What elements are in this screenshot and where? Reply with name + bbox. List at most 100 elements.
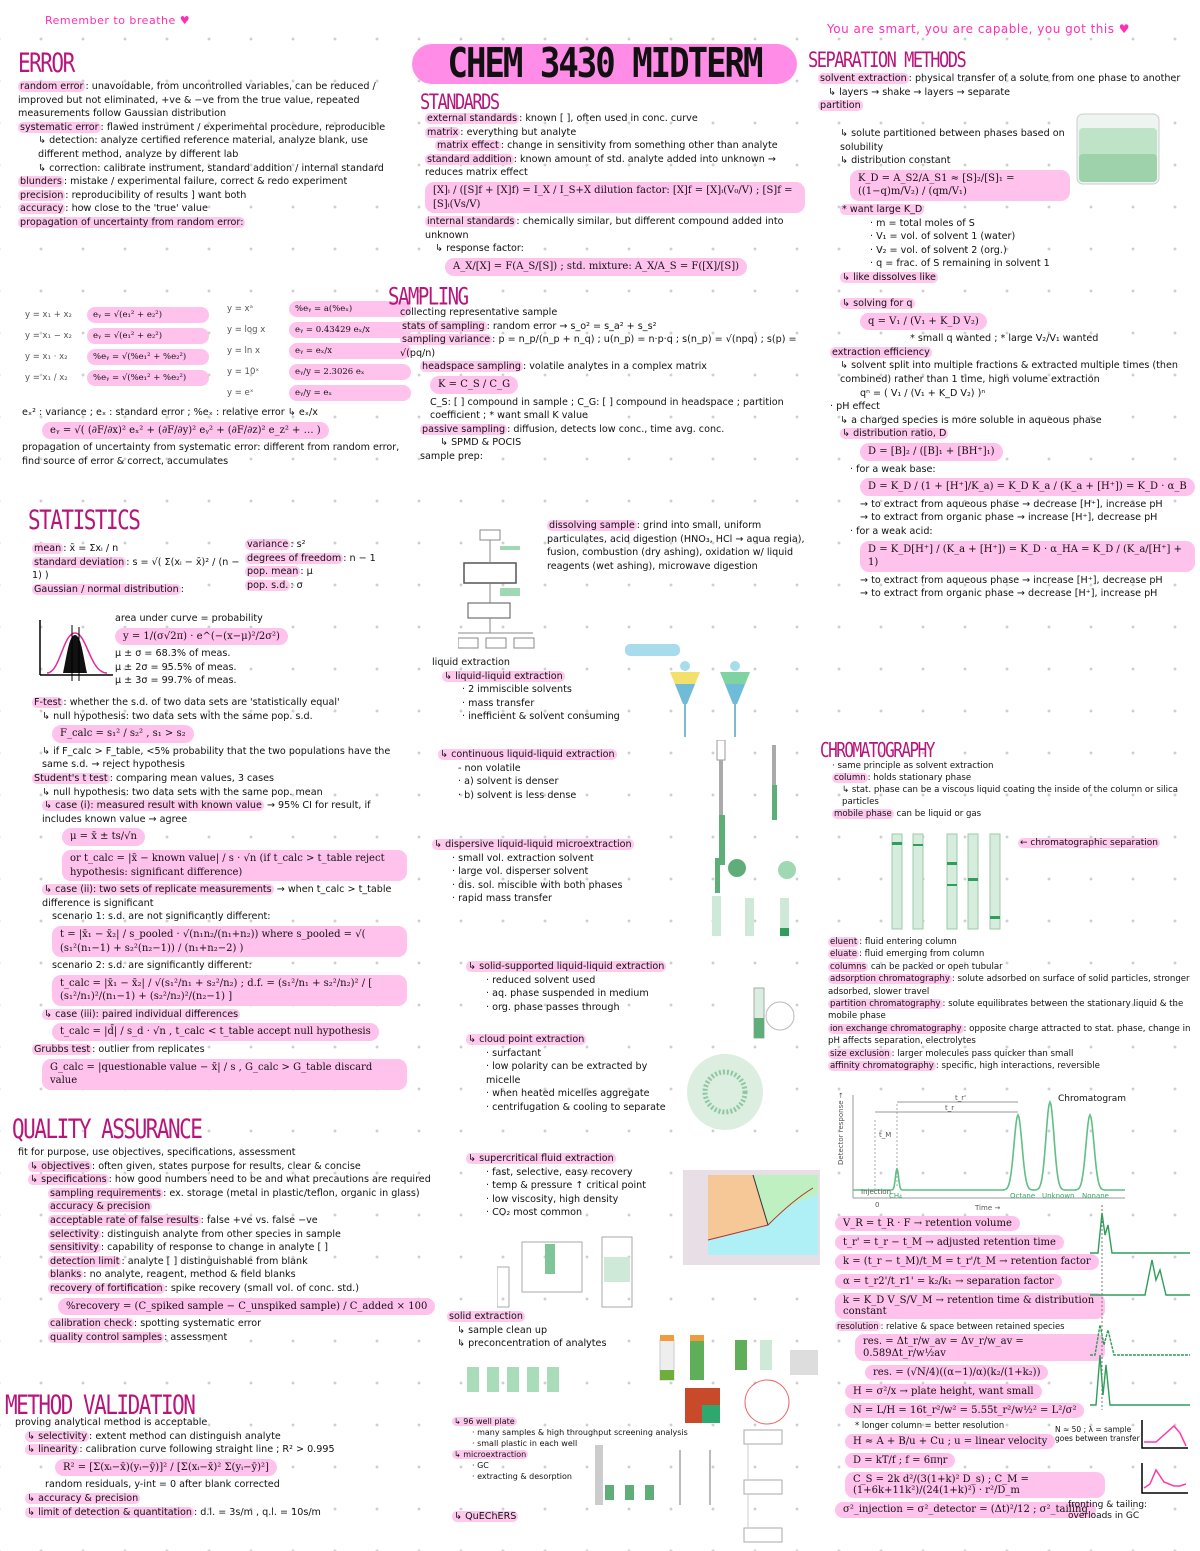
note-line: · inefficient & solvent consuming [432, 710, 672, 724]
formula-box: [X]ᵢ / ([S]f + [X]f) = I_X / I_S+X dilut… [425, 181, 805, 214]
note-text: : false +ve vs. false −ve [200, 1214, 318, 1226]
note-line: eluent: fluid entering column [828, 936, 1198, 948]
highlighted-term: detection limit [48, 1255, 122, 1267]
note-text: → 95% CI for result, if includes known v… [42, 800, 371, 825]
formula-box: q = V₁ / (V₁ + K_D V₂) [860, 312, 987, 331]
note-line: ↳ layers → shake → layers → separate [818, 86, 1193, 100]
note-text: : s = √( Σ(xᵢ − x̄)² / (n − 1) ) [32, 556, 240, 582]
note-line: partition [818, 99, 1193, 113]
note-text: · m = total moles of S [870, 217, 975, 229]
note-line: solid extraction [447, 1310, 677, 1324]
highlighted-term: accuracy [18, 203, 66, 215]
note-line: propagation of uncertainty from random e… [18, 216, 406, 230]
note-line: · low polarity can be extracted by micel… [466, 1060, 681, 1087]
note-text: : no analyte, reagent, method & field bl… [83, 1269, 296, 1281]
note-text: ↳ solute partitioned between phases base… [840, 128, 1065, 153]
note-line: · q = frac. of S remaining in solvent 1 [830, 257, 1070, 271]
formula-line: eᵧ = √( (∂F/∂x)² eₓ² + (∂F/∂y)² eᵧ² + (∂… [22, 420, 407, 442]
formula-line: C_S = 2k d²/(3(1+k)² D_s) ; C_M = (1+6k+… [835, 1470, 1105, 1500]
note-line: · extracting & desorption [452, 1471, 717, 1482]
note-text: · pH effect [830, 401, 880, 413]
beaker-figure [1076, 113, 1160, 185]
highlighted-term: ↳ solid-supported liquid-liquid extracti… [466, 961, 667, 972]
note-line: · for a weak acid: [830, 525, 1195, 539]
note-line: blanks: no analyte, reagent, method & fi… [18, 1268, 463, 1282]
note-text: : spotting systematic error [133, 1318, 262, 1330]
chromatogram-tr: t_r [945, 1104, 954, 1112]
sample-prep-flowchart [458, 529, 535, 649]
note-line: adsorption chromatography: solute adsorb… [828, 973, 1198, 998]
uncertainty-formula: eᵧ/y = eₓ [289, 384, 411, 401]
note-line: ↳ cloud point extraction [466, 1033, 681, 1047]
dllme-figure [712, 858, 789, 936]
highlighted-term: ↳ like dissolves like [840, 271, 938, 283]
plate-note: N ≈ 50 ; λ = sample goes between transfe… [1055, 1425, 1140, 1443]
highlighted-term: sampling variance [400, 334, 493, 346]
error-notes: random error: unavoidable, from uncontro… [18, 80, 406, 230]
note-line: ↳ linearity: calibration curve following… [15, 1443, 440, 1457]
note-text: · a) solvent is denser [458, 776, 559, 788]
highlighted-term: * want large K_D [840, 203, 925, 215]
formula-line: A_X/[X] = F(A_S/[S]) ; std. mixture: A_X… [425, 256, 805, 278]
note-text: propagation of uncertainty from systemat… [22, 442, 400, 467]
sslle-figure [753, 987, 795, 1039]
formula-line: N = L/H = 16t_r²/w² = 5.55t_r²/w½² = L²/… [835, 1401, 1105, 1420]
note-line: ion exchange chromatography: opposite ch… [828, 1023, 1198, 1048]
note-text: : change in sensitivity from something o… [500, 140, 778, 152]
note-line: ↳ distribution constant [830, 154, 1070, 168]
heading-method-validation: METHOD VALIDATION [5, 1390, 196, 1420]
note-line: · small vol. extraction solvent [432, 852, 762, 866]
note-line: sampling variance: p = n_p/(n_p + n_q) ;… [400, 333, 810, 360]
note-line: · for a weak base: [830, 463, 1195, 477]
note-text: · CO₂ most common [486, 1207, 583, 1219]
note-line: · m = total moles of S [830, 217, 1070, 231]
formula-box: H ≈ A + B/u + Cu ; u = linear velocity [845, 1433, 1056, 1449]
highlighted-term: ↳ case (ii): two sets of replicate measu… [42, 884, 274, 896]
note-line: systematic error: flawed instrument / ex… [18, 121, 406, 135]
note-line: → to extract from aqueous phase → increa… [830, 574, 1195, 588]
formula-box: k = (t_r − t_M)/t_M = t_r'/t_M → retenti… [835, 1254, 1099, 1270]
highlighted-term: ↳ QuEChERS [452, 1511, 519, 1522]
highlighted-term: ion exchange chromatography [828, 1023, 964, 1034]
note-line: ↳ response factor: [425, 242, 805, 256]
note-line: ↳ dispersive liquid-liquid microextracti… [432, 838, 762, 852]
note-line: · GC [452, 1460, 717, 1471]
note-line: · V₂ = vol. of solvent 2 (org.) [830, 244, 1070, 258]
separation-notes-b: ↳ solute partitioned between phases base… [830, 127, 1070, 285]
note-line: ↳ solute partitioned between phases base… [830, 127, 1070, 154]
uncertainty-formula: eᵧ = 0.43429 eₓ/x [289, 321, 411, 338]
note-line: acceptable rate of false results: false … [18, 1214, 463, 1228]
note-line: · mass transfer [432, 697, 672, 711]
note-text: ↳ detection: analyze certified reference… [38, 135, 369, 160]
function-expression: y = x₁ / x₂ [25, 372, 68, 383]
formula-box: G_calc = |questionable value − x̄| / s ,… [42, 1058, 407, 1090]
note-line: · 2 immiscible solvents [432, 683, 672, 697]
note-text: ↳ sample clean up [457, 1324, 548, 1336]
note-text: · low polarity can be extracted by micel… [486, 1061, 648, 1086]
note-text: : assessment [164, 1331, 228, 1343]
highlighted-term: headspace sampling [420, 361, 523, 373]
heading-error: ERROR [18, 48, 75, 78]
normal-distribution-figure [39, 620, 113, 681]
highlighted-term: pop. mean [245, 566, 301, 578]
formula-line: D = K_D[H⁺] / (K_a + [H⁺]) = K_D · α_HA … [830, 539, 1195, 574]
note-text: : σ [290, 579, 303, 591]
highlighted-term: ↳ accuracy & precision [25, 1492, 141, 1504]
chromatogram-label: Chromatogram [1058, 1094, 1127, 1104]
note-line: scenario 2: s.d. are significantly diffe… [32, 959, 407, 973]
note-line: sample prep: [400, 450, 810, 464]
highlighted-term: internal standards [425, 216, 517, 228]
highlighted-term: ↳ case (iii): paired individual differen… [42, 1008, 241, 1020]
error-notes-2: eₓ² : variance ; eₓ : standard error ; %… [22, 406, 407, 468]
note-text: : opposite charge attracted to stat. pha… [828, 1023, 1191, 1047]
note-text: : chemically similar, but different comp… [425, 216, 784, 241]
note-line: ↳ selectivity: extent method can disting… [15, 1430, 440, 1444]
chromatogram-x-axis: Time → [974, 1204, 1000, 1212]
highlighted-term: solid extraction [447, 1311, 525, 1322]
note-text: : solute adsorbed on surface of solid pa… [828, 974, 1190, 997]
